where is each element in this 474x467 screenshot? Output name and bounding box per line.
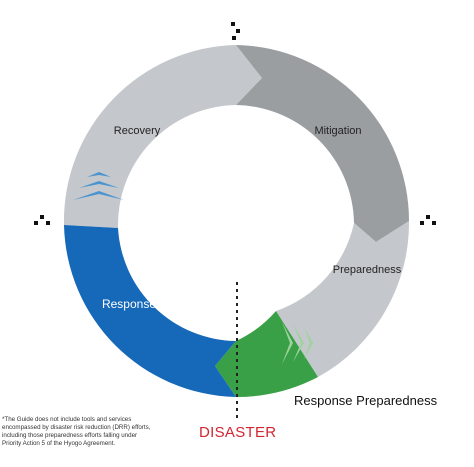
- recovery-chevrons: [73, 172, 124, 200]
- footnote-line: *The Guide does not include tools and se…: [2, 416, 132, 423]
- preparedness-chevrons: [282, 322, 313, 364]
- chevron-left-icon: [304, 327, 313, 359]
- disaster-label: DISASTER: [199, 424, 277, 441]
- chevron-up-icon: [87, 172, 111, 177]
- chevron-left-icon: [282, 322, 293, 364]
- mitigation-label: Mitigation: [314, 125, 361, 137]
- mitigation-segment: [236, 45, 409, 242]
- footnote-line: Priority Action 5 of the Hyogo Agreement…: [2, 440, 116, 447]
- response-segment: [64, 225, 236, 397]
- dots-marker-right: [420, 215, 436, 225]
- recovery-label: Recovery: [114, 125, 161, 137]
- dots-marker-left: [34, 215, 50, 225]
- dots-marker-top: [231, 22, 240, 40]
- response-label: Response: [102, 297, 156, 311]
- chevron-up-icon: [79, 181, 119, 188]
- response-preparedness-label: Response Preparedness: [294, 393, 438, 408]
- footnote-line: encompassed by disaster risk reduction (…: [2, 424, 151, 431]
- chevron-left-icon: [293, 324, 304, 362]
- response-preparedness-segment: [215, 311, 318, 398]
- footnote: *The Guide does not include tools and se…: [2, 416, 202, 448]
- recovery-segment: [63, 45, 263, 228]
- footnote-line: including those preparedness efforts fal…: [2, 432, 138, 439]
- preparedness-label: Preparedness: [333, 264, 402, 276]
- chevron-up-icon: [73, 191, 124, 200]
